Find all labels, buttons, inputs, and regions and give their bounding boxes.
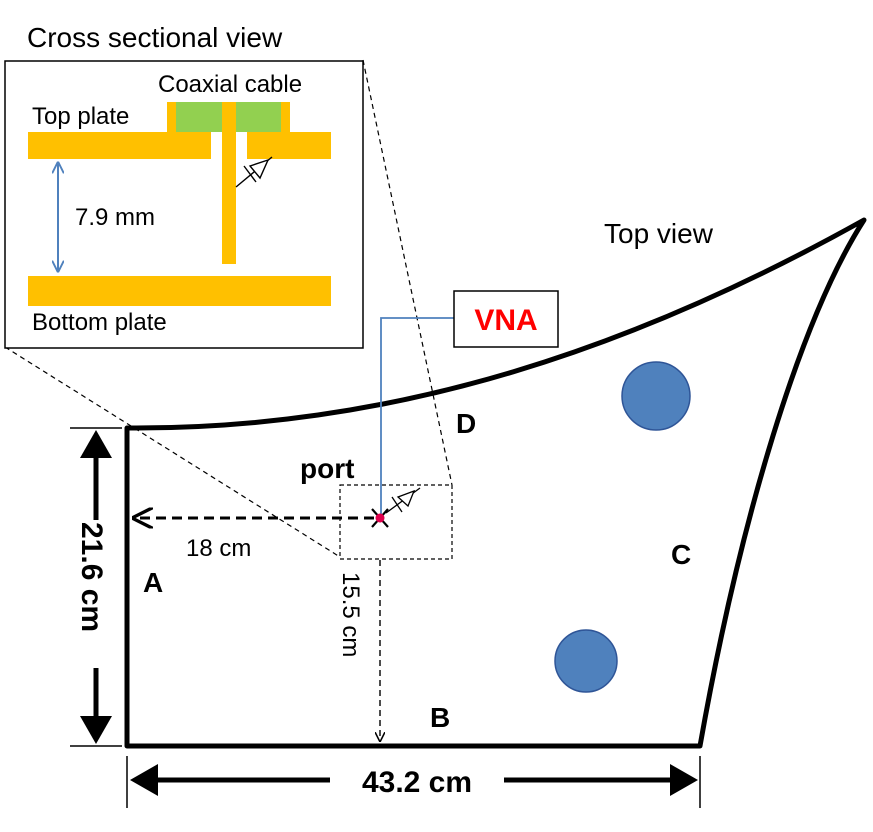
- width-arrow-left: [130, 764, 158, 796]
- width-arrow-right: [670, 764, 698, 796]
- diode-icon: [235, 156, 273, 188]
- height-arrow-bottom: [80, 716, 112, 744]
- bottom-plate: [28, 276, 331, 306]
- cross-section-title: Cross sectional view: [27, 22, 283, 53]
- port-y-dim-label: 15.5 cm: [337, 572, 364, 657]
- cross-section-inset: Cross sectional view Coaxial cable Top p…: [4, 22, 364, 349]
- vna-feed-line: [380, 317, 454, 516]
- port-zoom-box: [339, 484, 453, 560]
- height-dimension: [70, 427, 122, 747]
- via-circle-bottom: [554, 629, 618, 693]
- vna-box: [453, 290, 559, 348]
- height-dim-label: 21.6 cm: [75, 522, 108, 632]
- top-plate-right: [247, 132, 331, 159]
- side-label-a: A: [143, 567, 163, 598]
- coaxial-cable-label: Coaxial cable: [158, 71, 302, 98]
- via-circle-top: [621, 361, 691, 431]
- gap-label: 7.9 mm: [75, 204, 155, 231]
- bottom-plate-label: Bottom plate: [32, 309, 167, 336]
- port-marker: [371, 508, 389, 528]
- port-label: port: [300, 453, 354, 484]
- top-plate-label: Top plate: [32, 103, 129, 130]
- side-label-b: B: [430, 702, 450, 733]
- port-x-dim-label: 18 cm: [186, 535, 251, 562]
- coax-shield-left: [167, 102, 176, 132]
- board-outline: [124, 217, 867, 749]
- zoom-projection-lines: [4, 59, 453, 558]
- width-dimension: [126, 756, 701, 808]
- height-arrow-top: [80, 430, 112, 458]
- top-view-label: Top view: [604, 218, 714, 249]
- coax-center-pin: [222, 102, 236, 264]
- vna-label: VNA: [474, 304, 537, 337]
- side-label-c: C: [671, 539, 691, 570]
- port-diode-icon: [385, 487, 421, 514]
- width-dim-label: 43.2 cm: [362, 766, 472, 799]
- side-label-d: D: [456, 408, 476, 439]
- top-plate-left: [28, 132, 211, 159]
- coax-shield-right: [281, 102, 290, 132]
